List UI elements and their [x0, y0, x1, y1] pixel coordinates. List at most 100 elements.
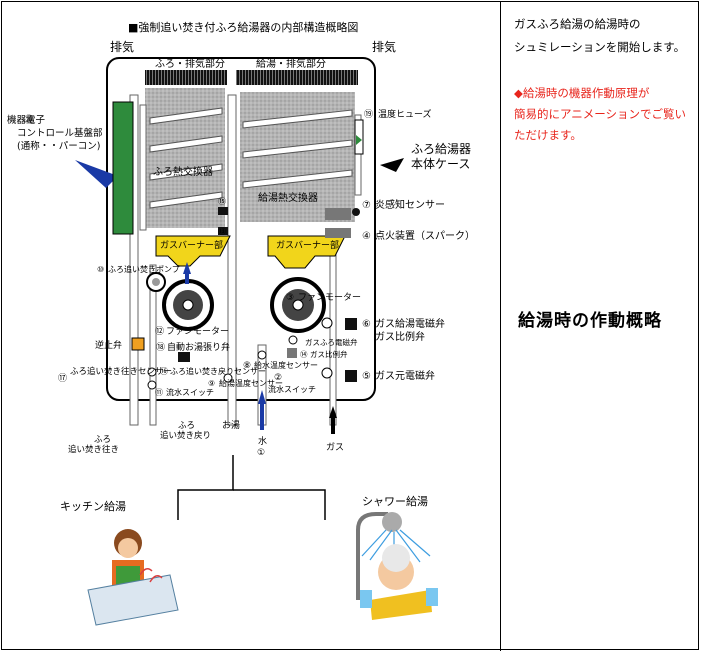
num-10: ⑩: [97, 265, 104, 274]
num-20: ⑳: [24, 115, 34, 126]
bath-heat-exchanger: [145, 88, 225, 228]
panel-line-1: ガスふろ給湯の給湯時の: [514, 17, 641, 31]
num-13: ⑬: [218, 227, 226, 236]
hot-heat-exchanger-label: 給湯熱交換器: [258, 191, 318, 204]
outlet-bath-go-1: ふろ: [94, 435, 111, 445]
outlet-water: 水: [258, 435, 267, 447]
hot-pipe-kitchen: [177, 455, 234, 520]
hot-temp-sensor-dot: [223, 373, 233, 383]
hot-exhaust-bar: [236, 70, 358, 85]
outlet-hot: お湯: [222, 420, 240, 431]
hot-outlet-pipe: [227, 94, 237, 426]
panel-divider: [500, 1, 501, 651]
outgoing-sensor-dot: [147, 367, 157, 377]
num-19: ⑲: [364, 109, 373, 120]
gas-ratio-valve-small-label: ガス比例弁: [310, 349, 348, 359]
case-arrow: [380, 158, 404, 172]
return-sensor-label: ふろ追い焚き戻りセンサー: [170, 366, 266, 376]
bath-water-switch-dot: [147, 380, 157, 390]
num-11: ⑪: [155, 388, 163, 397]
bath-heat-exchanger-label: ふろ熱交換器: [153, 165, 213, 178]
check-valve: [131, 337, 145, 351]
temp-fuse: [354, 119, 364, 155]
gas-main-valve: [345, 370, 357, 382]
kitchen-illustration: [87, 529, 179, 626]
num-5: ⑤: [362, 371, 371, 382]
gas-main-valve-label: ガス元電磁弁: [375, 369, 435, 382]
bath-igniter: [218, 227, 228, 235]
num-15: ⑮: [218, 197, 226, 206]
hot-igniter: [325, 228, 351, 238]
bath-flame-sensor: [218, 207, 228, 215]
bath-fan-motor: [162, 279, 214, 331]
bath-water-switch-label: 流水スイッチ: [166, 387, 214, 397]
num-14: ⑭: [300, 350, 308, 359]
gas-hot-valve-label-1: ガス給湯電磁弁: [375, 317, 445, 330]
hot-pipe-shower: [233, 489, 326, 520]
auto-fill-valve: [178, 352, 190, 362]
num-6: ⑥: [362, 319, 371, 330]
exhaust-left-label: 排気: [110, 39, 134, 54]
controller-label-1: 機器電子: [7, 114, 46, 126]
bath-reheat-pump: [146, 272, 166, 292]
gas-hot-valve: [345, 318, 357, 330]
hot-gas-burner: [267, 235, 346, 269]
num-18: ⑱: [156, 342, 165, 353]
controller-label-2: コントロール基盤部: [17, 127, 103, 139]
num-4: ④: [362, 231, 371, 242]
outlet-gas: ガス: [326, 442, 344, 453]
hot-exhaust-label: 給湯・排気部分: [256, 57, 326, 70]
hot-return-pipe: [354, 114, 362, 196]
num-1: ①: [257, 448, 265, 458]
num-16: ⑯: [160, 367, 168, 376]
outlet-bath-go-2: 追い焚き往き: [68, 444, 119, 455]
kitchen-label: キッチン給湯: [60, 499, 126, 513]
hot-fan-motor: [270, 277, 326, 333]
flow-switch-label: 流水スイッチ: [268, 384, 316, 394]
outgoing-sensor-label: ふろ追い焚き往きセンサー: [70, 366, 172, 377]
flame-sensor-dot: [352, 208, 360, 216]
temp-fuse-label: 温度ヒューズ: [378, 108, 432, 120]
num-7: ⑦: [362, 200, 371, 211]
hot-coil-pipes: [242, 109, 353, 189]
outlet-bath-ret-2: 追い焚き戻り: [160, 430, 211, 441]
num-12: ⑫: [155, 326, 164, 337]
bath-exhaust-bar: [145, 70, 227, 85]
bath-coil-pipes: [149, 107, 223, 209]
incoming-temp-sensor-dot: [257, 350, 267, 360]
shower-illustration: [356, 512, 438, 620]
gas-bath-valve-dot: [288, 335, 298, 345]
num-3: ③: [286, 293, 294, 303]
panel-red-3: ただけます。: [514, 128, 582, 142]
hot-temp-sensor-label: 給湯温度センサー: [219, 378, 283, 388]
diagram-title: ■強制追い焚き付ふろ給湯器の内部構造概略図: [128, 20, 358, 34]
hot-flame-sensor: [325, 208, 351, 220]
bath-return-line: [149, 264, 157, 426]
fan-motor-right-label: ファンモーター: [298, 292, 361, 303]
num-17: ⑰: [58, 373, 67, 384]
panel-line-2: シュミレーションを開始します。: [514, 40, 686, 54]
outlet-bath-ret-1: ふろ: [178, 421, 195, 431]
igniter-label: 点火装置（スパーク）: [375, 229, 475, 242]
case-label-1: ふろ給湯器: [411, 142, 471, 156]
shower-label: シャワー給湯: [362, 494, 428, 508]
panel-red-2: 簡易的にアニメーションでご覧い: [514, 107, 687, 121]
num-2: ②: [274, 373, 282, 383]
controller-label-3: (通称・・パーコン): [17, 140, 100, 152]
gas-inlet-pipe: [329, 239, 337, 426]
exhaust-right-label: 排気: [372, 39, 396, 54]
auto-fill-valve-label: 自動お湯張り弁: [167, 341, 230, 353]
fan-motor-left-label: ファンモーター: [166, 326, 229, 337]
incoming-temp-sensor-label: 給水温度センサー: [254, 360, 318, 370]
controller-board: [112, 101, 134, 235]
bath-gas-burner: [155, 235, 231, 267]
main-valve-x: [321, 367, 333, 379]
gas-bath-valve: [287, 348, 297, 358]
gas-bath-valve-label: ガスふろ電磁弁: [305, 337, 358, 347]
bath-exhaust-label: ふろ・排気部分: [155, 57, 225, 70]
hot-valve-x: [321, 317, 333, 329]
bath-outgoing-pipe: [129, 94, 139, 426]
temp-fuse-mark: [356, 135, 362, 145]
case-label-2: 本体ケース: [411, 157, 470, 171]
